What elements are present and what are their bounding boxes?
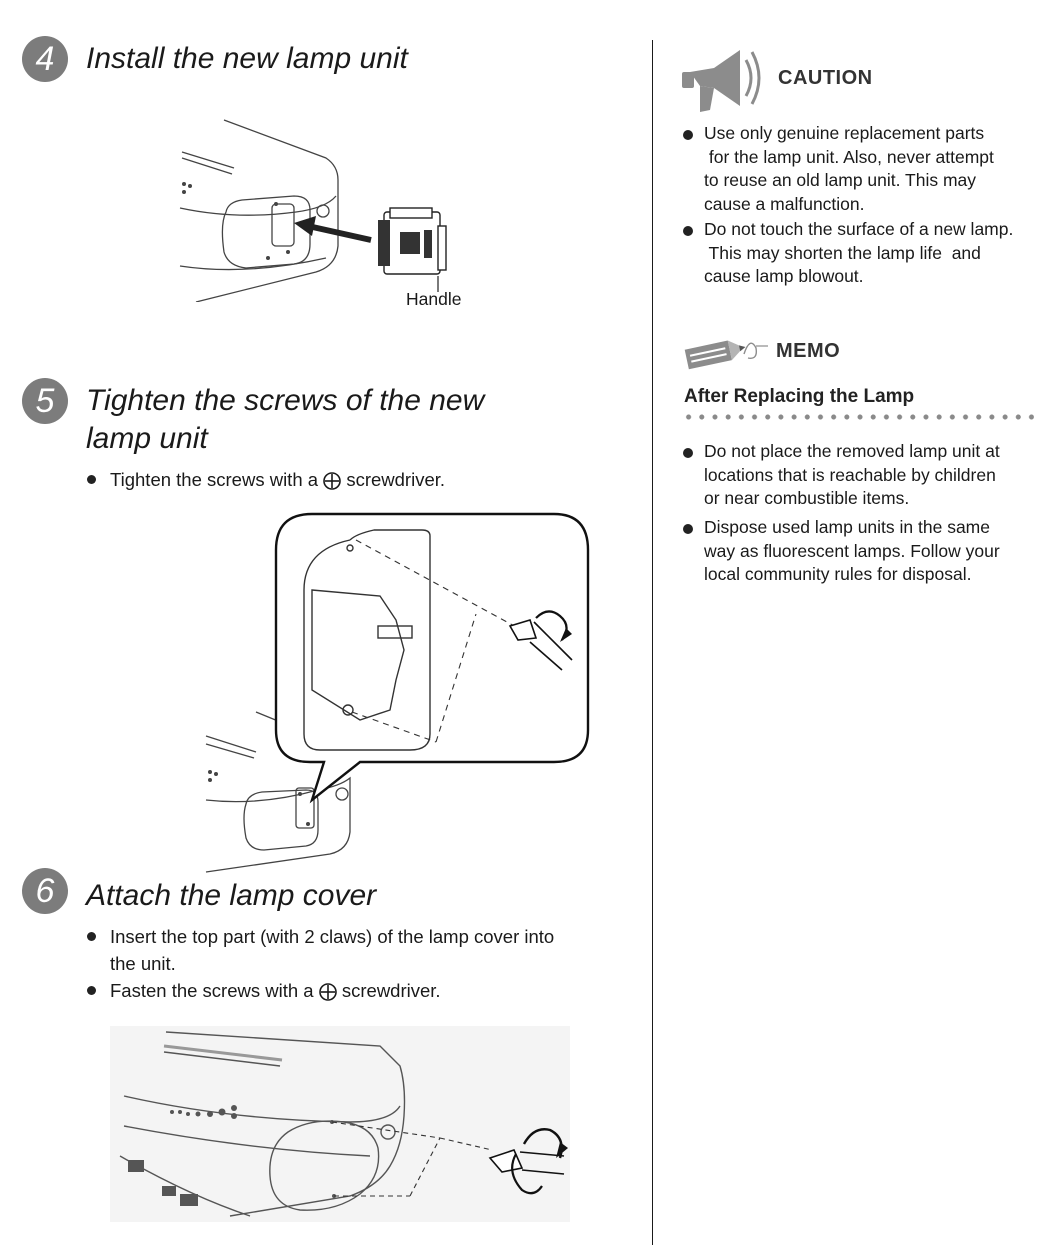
caution-heading: CAUTION — [778, 67, 873, 89]
memo-item-1: Do not place the removed lamp unit at lo… — [683, 440, 1045, 511]
bullet-dot — [683, 130, 693, 140]
step-6-bullet-1: Insert the top part (with 2 claws) of th… — [87, 923, 627, 977]
memo-subheading: After Replacing the Lamp — [684, 386, 915, 407]
step-5-bullet: Tighten the screws with a screwdriver. — [87, 466, 627, 493]
step-5-title-line-1: Tighten the screws of the new — [86, 384, 485, 417]
step-5-bullet-text-before: Tighten the screws with a — [110, 469, 319, 490]
caution-item-1: Use only genuine replacement parts for t… — [683, 122, 1043, 216]
handle-callout-label: Handle — [406, 289, 462, 309]
phillips-screwdriver-icon — [323, 472, 341, 490]
step-6-number: 6 — [22, 868, 68, 914]
tighten-screws-illustration — [205, 512, 590, 873]
caution-item-2-line-3: cause lamp blowout. — [704, 266, 864, 286]
caution-item-2-line-1: Do not touch the surface of a new lamp. — [704, 219, 1014, 239]
bullet-dot — [683, 524, 693, 534]
step-4-number: 4 — [22, 36, 68, 82]
phillips-screwdriver-icon — [318, 983, 337, 1001]
memo-item-1-line-3: or near combustible items. — [704, 488, 910, 508]
step-6-bullet-1-line-1: Insert the top part (with 2 claws) of th… — [110, 926, 555, 947]
bullet-dot — [683, 448, 693, 458]
step-5-number: 5 — [22, 378, 68, 424]
memo-item-1-line-1: Do not place the removed lamp unit at — [704, 441, 1000, 461]
column-divider — [652, 40, 653, 1245]
caution-item-1-line-3: to reuse an old lamp unit. This may — [704, 170, 977, 190]
step-6-title: Attach the lamp cover — [86, 879, 377, 912]
step-4-title: Install the new lamp unit — [86, 42, 408, 75]
bullet-dot — [87, 475, 96, 484]
megaphone-icon — [682, 50, 761, 112]
caution-item-2: Do not touch the surface of a new lamp. … — [683, 218, 1045, 289]
bullet-dot — [683, 226, 693, 236]
memo-item-1-line-2: locations that is reachable by children — [704, 464, 996, 485]
attach-cover-illustration — [110, 1026, 570, 1222]
step-6-bullet-2-text-before: Fasten the screws with a — [110, 980, 314, 1001]
pencil-icon — [684, 340, 768, 370]
memo-heading: MEMO — [776, 340, 841, 362]
step-5-title-line-2: lamp unit — [86, 422, 208, 455]
caution-item-2-line-2: This may shorten the lamp life and — [704, 242, 981, 263]
bullet-dot — [87, 932, 96, 941]
bullet-dot — [87, 986, 96, 995]
memo-item-2-line-1: Dispose used lamp units in the same — [704, 517, 990, 537]
caution-item-1-line-1: Use only genuine replacement parts — [704, 123, 985, 143]
step-6-bullet-1-line-2: the unit. — [110, 953, 176, 974]
step-5-bullet-text-after: screwdriver. — [346, 469, 446, 490]
caution-item-1-line-4: cause a malfunction. — [704, 193, 865, 214]
caution-item-1-line-2: for the lamp unit. Also, never attempt — [704, 146, 994, 167]
step-6-bullet-2-text-after: screwdriver. — [341, 980, 441, 1001]
install-lamp-illustration — [179, 119, 447, 302]
memo-item-2-line-3: local community rules for disposal. — [704, 564, 972, 584]
memo-item-2-line-2: way as fluorescent lamps. Follow your — [704, 540, 1000, 561]
memo-item-2: Dispose used lamp units in the same way … — [683, 516, 1045, 587]
dotted-separator — [682, 413, 1034, 421]
step-6-bullet-2: Fasten the screws with a screwdriver. — [87, 977, 627, 1004]
